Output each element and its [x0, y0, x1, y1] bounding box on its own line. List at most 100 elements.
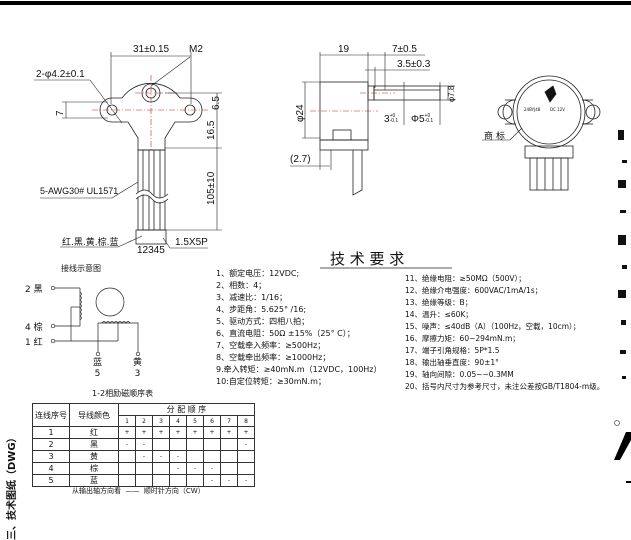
spec-item: 1、额定电压：12VDC; — [216, 269, 300, 278]
spec-item: 9.牵入转矩：≥40mN.m（12VDC，100Hz） — [216, 365, 382, 374]
front-view-drawing — [34, 52, 222, 249]
lead-cell: 2 — [32, 438, 70, 451]
header-lead: 连线序号 — [32, 403, 70, 427]
sequence-cell: - — [135, 450, 153, 463]
sequence-cell — [135, 462, 153, 475]
shaft-length-dim: 7±0.5 — [392, 44, 417, 55]
sequence-cell — [169, 438, 187, 451]
header-sequence: 分 配 顺 序 — [118, 403, 255, 416]
lead-length-dim: 105±10 — [206, 171, 217, 205]
shaft-offset-dim: 6.5 — [211, 96, 222, 110]
lead-num: 1 — [25, 338, 31, 348]
sequence-cell: - — [186, 462, 204, 475]
diameter-dim: φ24 — [295, 104, 306, 122]
spec-item: 4、步距角：5.625° /16; — [216, 305, 307, 314]
flat-tol-lower: -0.1 — [389, 118, 399, 125]
lead-2: 2 黑 — [25, 282, 43, 295]
lead-num: 2 — [25, 285, 31, 295]
lead-num: 4 — [25, 323, 31, 333]
sequence-cell: - — [203, 474, 221, 487]
sequence-cell — [152, 438, 170, 451]
lead-color: 红 — [33, 338, 43, 348]
sequence-cell: - — [237, 438, 255, 451]
requirements-left-list: 1、额定电压：12VDC; 2、相数：4； 3、减速比：1/16； 4、步距角：… — [216, 268, 382, 388]
spec-item: 6、直流电阻：50Ω ±15%（25° C）； — [216, 329, 355, 338]
sequence-cell: + — [220, 426, 238, 439]
right-edge-partial-text — [618, 130, 627, 379]
section-heading: 三、技术图纸（DWG） — [7, 432, 18, 540]
sequence-cell: + — [203, 426, 221, 439]
shaft-tol-upper: +0 — [424, 113, 431, 120]
sequence-cell: - — [237, 474, 255, 487]
spec-item: 3、减速比：1/16； — [216, 293, 288, 302]
header-color: 导线颜色 — [69, 403, 119, 427]
sequence-cell — [186, 450, 204, 463]
sequence-cell — [203, 450, 221, 463]
step-header: 8 — [237, 415, 255, 427]
width-dim: 31±0.15 — [133, 44, 170, 55]
wiring-title: 接线示意图 — [61, 264, 101, 273]
step-header: 7 — [220, 415, 238, 427]
sequence-table-title: 1-2相励磁顺序表 — [92, 389, 154, 398]
spec-item: 19、轴向间隙：0.05~~0.3MM — [405, 370, 514, 379]
spec-item: 12、绝缘介电强度：600VAC/1mA/1s； — [405, 286, 543, 295]
step-header: 6 — [203, 415, 221, 427]
sequence-cell — [203, 438, 221, 451]
step-header: 2 — [135, 415, 153, 427]
rear-wire-bundle — [529, 157, 569, 191]
sequence-cell — [152, 474, 170, 487]
sequence-cell — [152, 462, 170, 475]
body-dim: 16.5 — [206, 120, 217, 140]
lead-cell: 5 — [32, 474, 70, 487]
color-cell: 黄 — [69, 450, 119, 463]
sequence-cell — [220, 438, 238, 451]
sequence-cell: - — [135, 438, 153, 451]
sequence-cell: + — [169, 426, 187, 439]
sequence-cell — [186, 474, 204, 487]
spec-item: 17、端子引角规格：5P*1.5 — [405, 346, 500, 355]
lead-cell: 4 — [32, 462, 70, 475]
wire-colors: 红.黑.黄.棕.蓝 — [62, 238, 119, 248]
lead-1: 1 红 — [25, 335, 43, 348]
wire-spec: 5-AWG30# UL1571 — [40, 186, 119, 196]
spec-item: 8、空载牵出频率：≥1000Hz； — [216, 353, 331, 362]
sequence-cell: - — [169, 450, 187, 463]
caption-left: 从输出轴方向看 — [72, 487, 121, 495]
side-view-drawing — [290, 52, 455, 196]
color-cell: 棕 — [69, 462, 119, 475]
sequence-cell — [186, 438, 204, 451]
holes-dim: 2-φ4.2±0.1 — [36, 69, 85, 80]
step-header: 1 — [118, 415, 136, 427]
boss-dim: φ7.8 — [447, 85, 456, 102]
connector-offset-dim: (2.7) — [290, 154, 311, 165]
step-header: 5 — [186, 415, 204, 427]
sequence-caption: 从输出轴方向看 —— 顺时针方向（CW） — [72, 486, 205, 496]
sequence-cell — [118, 450, 136, 463]
spec-item: 11、绝缘电阻：≥50MΩ（500V）； — [405, 274, 526, 283]
lead-color: 蓝 — [93, 358, 103, 368]
length-dim: 19 — [338, 44, 350, 55]
sequence-cell — [220, 462, 238, 475]
lead-color: 黑 — [33, 285, 43, 295]
sequence-cell — [237, 450, 255, 463]
caption-dash: —— — [123, 487, 142, 495]
badge-voltage: DC 12V — [550, 107, 565, 112]
wiring-schematic — [50, 285, 141, 357]
connector — [135, 229, 167, 245]
step-header: 4 — [169, 415, 187, 427]
flat-dim-value: 3 — [384, 114, 390, 125]
flat-tol-upper: +0 — [389, 113, 396, 120]
brand-logo-mark — [544, 85, 557, 103]
sequence-cell: - — [220, 474, 238, 487]
flat-dim: 3+0-0.1 — [384, 114, 398, 125]
sequence-cell — [220, 450, 238, 463]
wire-bundle — [134, 149, 170, 231]
caption-right: 顺时针方向（CW） — [143, 487, 205, 495]
